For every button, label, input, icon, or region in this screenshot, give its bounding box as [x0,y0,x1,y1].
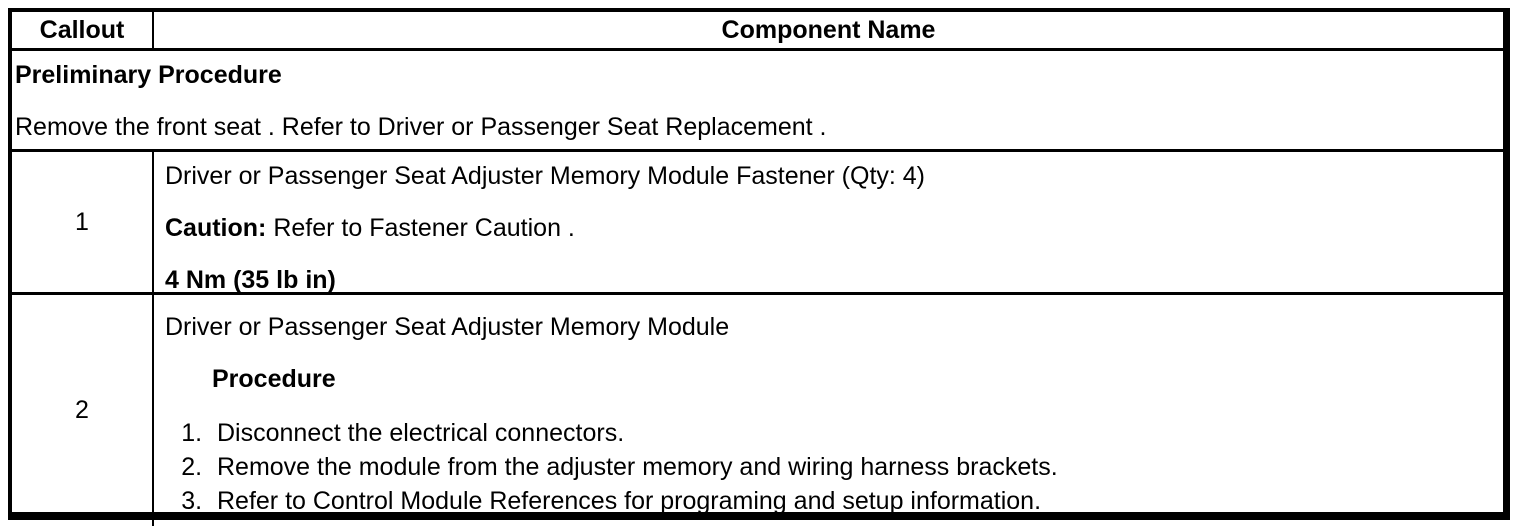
table-row-callout-1: 1 Driver or Passenger Seat Adjuster Memo… [12,152,1503,295]
component-cell-2: Driver or Passenger Seat Adjuster Memory… [154,295,1503,526]
preliminary-procedure-row: Preliminary Procedure Remove the front s… [12,51,1503,152]
component-callout-table: Callout Component Name Preliminary Proce… [8,8,1510,526]
component-cell-1: Driver or Passenger Seat Adjuster Memory… [154,152,1503,294]
caution-note: Caution: Refer to Fastener Caution . [165,213,1489,243]
preliminary-procedure-cell: Preliminary Procedure Remove the front s… [12,51,1503,149]
procedure-steps-list: Disconnect the electrical connectors. Re… [165,416,1489,518]
callout-number-1: 1 [12,152,154,292]
component-description: Driver or Passenger Seat Adjuster Memory… [165,162,926,190]
component-name-column-header: Component Name [721,15,936,44]
procedure-step: Disconnect the electrical connectors. [209,416,1489,450]
table-header-row: Callout Component Name [12,12,1503,51]
caution-label: Caution: [165,214,267,242]
callout-column-header: Callout [12,12,154,48]
table-row-callout-2: 2 Driver or Passenger Seat Adjuster Memo… [12,295,1503,526]
callout-number-2: 2 [12,295,154,526]
preliminary-procedure-instruction: Remove the front seat . Refer to Driver … [15,113,827,141]
procedure-heading: Procedure [212,365,336,393]
preliminary-procedure-title: Preliminary Procedure [15,61,282,89]
procedure-step: Remove the module from the adjuster memo… [209,450,1489,484]
procedure-step: Refer to Control Module References for p… [209,484,1489,518]
caution-text: Refer to Fastener Caution . [273,214,575,242]
torque-spec: 4 Nm (35 lb in) [165,266,336,294]
component-description: Driver or Passenger Seat Adjuster Memory… [165,313,730,341]
